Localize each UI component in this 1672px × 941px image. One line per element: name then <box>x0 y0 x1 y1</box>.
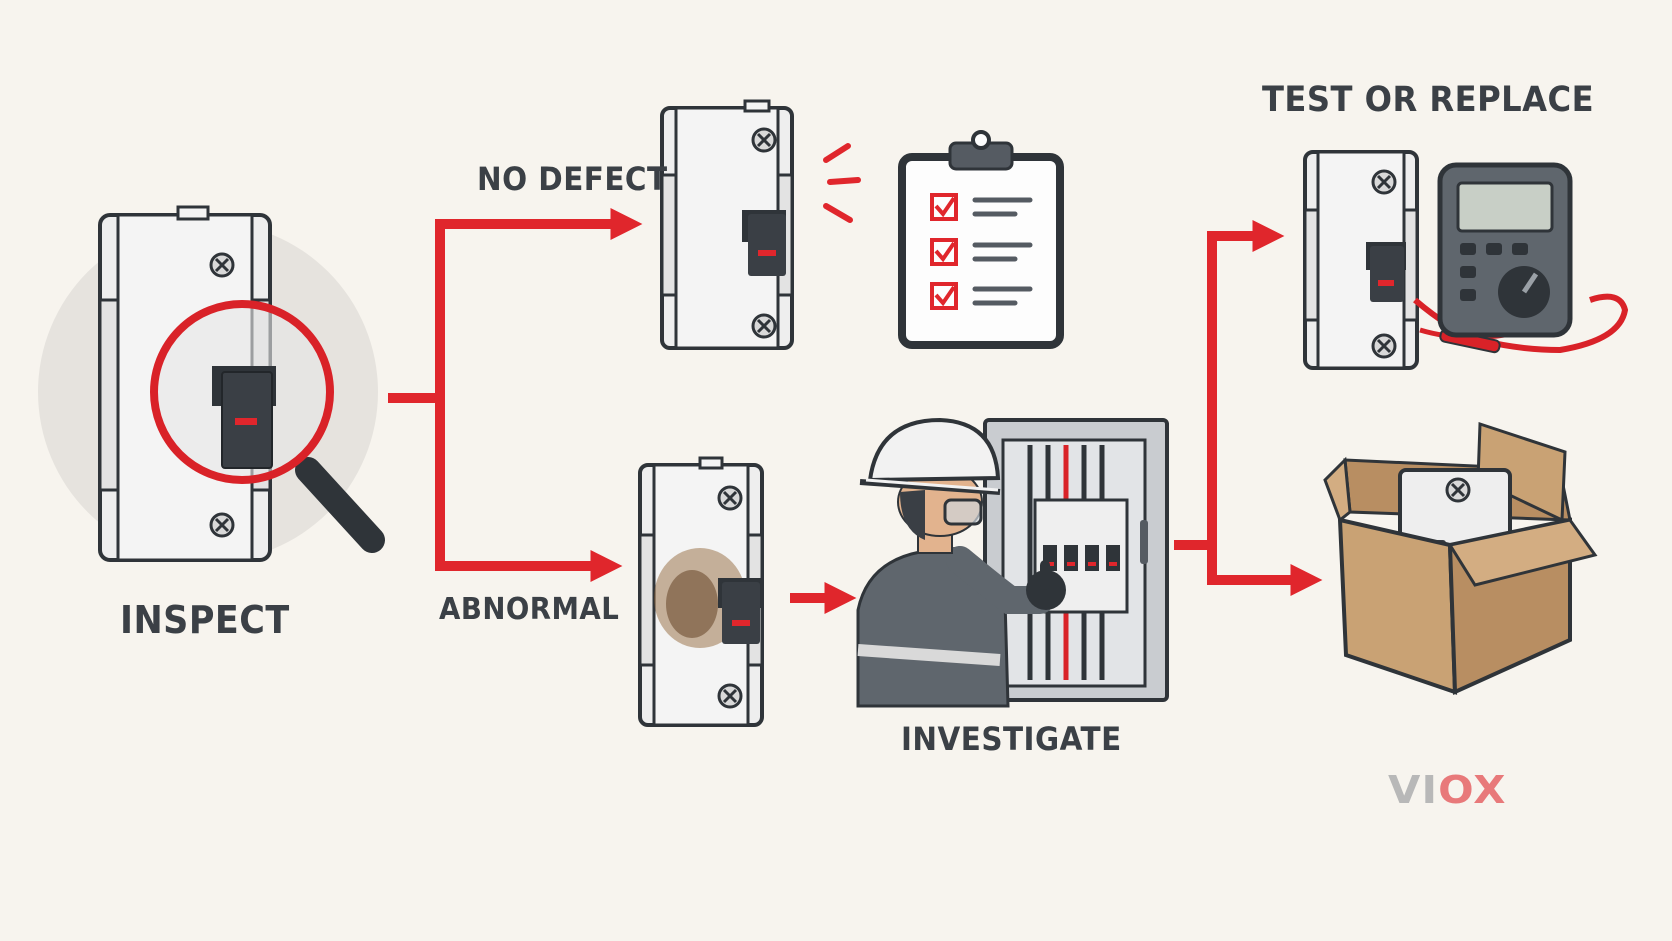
magnifier-icon <box>150 300 385 553</box>
inspect-label: INSPECT <box>120 598 290 642</box>
test-or-replace-label: TEST OR REPLACE <box>1262 80 1595 120</box>
click-lines-icon <box>823 143 861 223</box>
no-defect-label: NO DEFECT <box>477 160 668 198</box>
abnormal-label: ABNORMAL <box>439 592 620 627</box>
investigate-label: INVESTIGATE <box>901 720 1122 758</box>
cardboard-box-icon <box>1323 421 1598 696</box>
damaged-breaker-icon <box>638 456 764 727</box>
logo-part-1: VI <box>1388 768 1439 812</box>
normal-breaker-icon <box>660 99 794 350</box>
final-branch-arrows <box>1174 219 1323 597</box>
viox-logo: VIOX <box>1388 768 1507 812</box>
technician-icon <box>856 417 1066 708</box>
multimeter-icon <box>1413 162 1629 354</box>
logo-part-2: OX <box>1438 768 1507 812</box>
test-breaker-icon <box>1303 150 1419 370</box>
checklist-icon <box>898 130 1064 349</box>
branch-arrows <box>388 207 643 583</box>
electrical-panel-icon <box>983 418 1169 702</box>
